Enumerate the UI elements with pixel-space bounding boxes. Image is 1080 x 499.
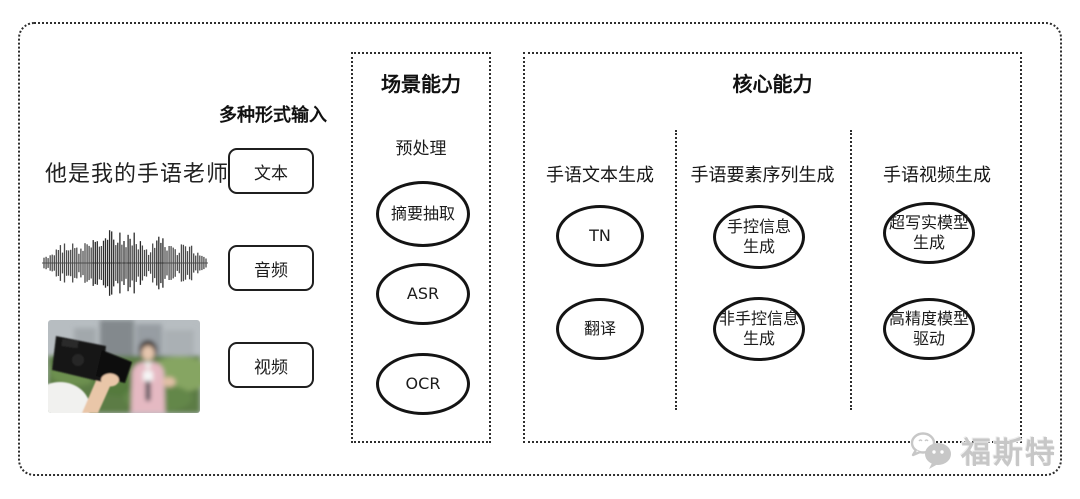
- input-type-box-text: 文本: [228, 148, 314, 194]
- scene-box-title: 场景能力: [381, 72, 461, 96]
- column-header-element-sequence-generation: 手语要素序列生成: [690, 165, 835, 186]
- input-type-label: 视频: [254, 357, 288, 378]
- input-type-box-audio: 音频: [228, 245, 314, 291]
- column-separator: [850, 130, 852, 410]
- node-ocr: OCR: [376, 353, 470, 415]
- column-header-text-generation: 手语文本生成: [546, 165, 654, 186]
- input-type-label: 文本: [254, 163, 288, 184]
- core-box-title: 核心能力: [732, 72, 813, 96]
- node-tn: TN: [556, 205, 644, 267]
- video-thumbnail-image: [48, 320, 200, 413]
- node-high-precision-model-driving: 高精度模型 驱动: [883, 298, 975, 360]
- input-type-box-video: 视频: [228, 342, 314, 388]
- watermark: 福斯特: [908, 428, 1057, 472]
- node-asr: ASR: [376, 263, 470, 325]
- input-section-heading: 多种形式输入: [219, 105, 327, 126]
- column-header-video-generation: 手语视频生成: [883, 165, 991, 186]
- node-non-manual-info-generation: 非手控信息 生成: [713, 297, 805, 361]
- input-type-label: 音频: [254, 260, 288, 281]
- reporter-scene-illustration: [48, 320, 200, 413]
- node-translation: 翻译: [556, 298, 644, 360]
- audio-waveform-icon: [42, 230, 208, 296]
- node-hyperrealistic-model-generation: 超写实模型 生成: [883, 202, 975, 264]
- node-summary-extraction: 摘要抽取: [376, 181, 470, 247]
- watermark-brand-text: 福斯特: [961, 436, 1057, 471]
- core-capability-box: 核心能力 手语文本生成 手语要素序列生成 手语视频生成 TN 翻译 手控信息 生…: [523, 52, 1022, 443]
- column-separator: [675, 130, 677, 410]
- sample-sentence-text: 他是我的手语老师: [45, 162, 230, 187]
- wechat-icon: [910, 432, 951, 469]
- node-manual-info-generation: 手控信息 生成: [713, 205, 805, 269]
- scene-box-subtitle: 预处理: [395, 139, 447, 159]
- outer-dashed-frame: [18, 22, 1062, 476]
- scene-capability-box: 场景能力 预处理 摘要抽取 ASR OCR: [351, 52, 491, 443]
